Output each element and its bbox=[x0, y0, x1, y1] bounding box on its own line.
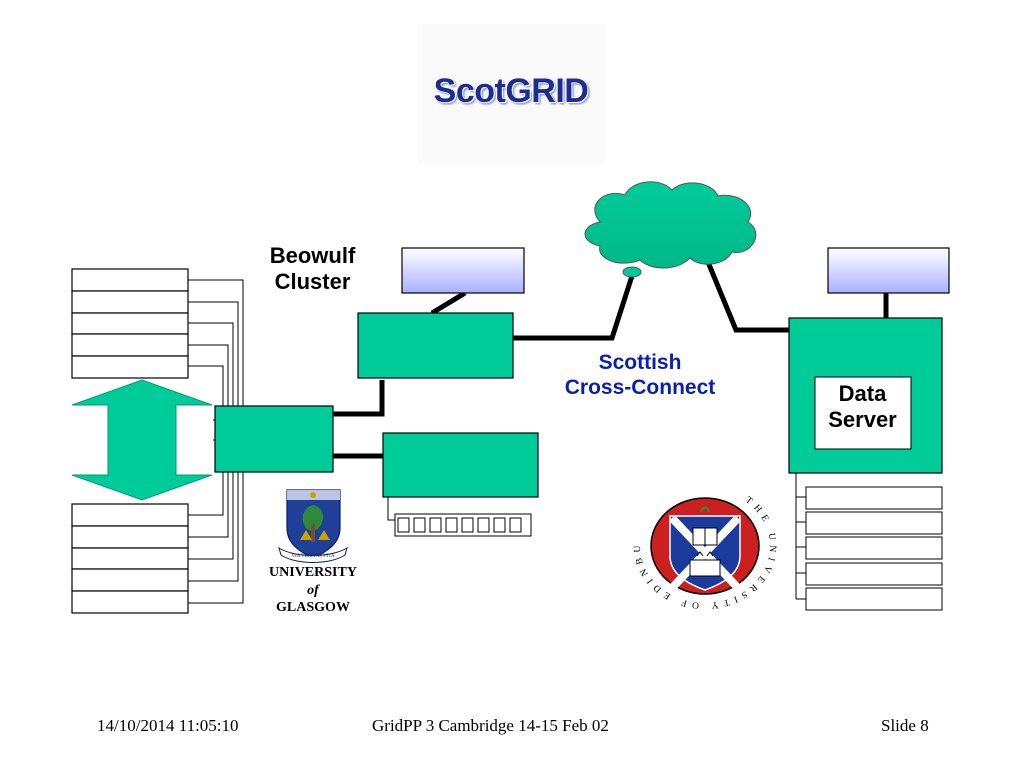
footer-title: GridPP 3 Cambridge 14-15 Feb 02 bbox=[372, 716, 609, 735]
client-workstation-glasgow bbox=[401, 247, 525, 294]
front-end-server bbox=[357, 312, 514, 379]
cluster-node-stack-top bbox=[71, 268, 189, 379]
footer-slide-number: Slide 8 bbox=[881, 716, 929, 735]
network-cloud bbox=[584, 181, 757, 278]
cluster-node-stack-bottom bbox=[71, 503, 189, 614]
cluster-double-arrow bbox=[71, 379, 213, 501]
storage-server-glasgow bbox=[382, 432, 539, 498]
disk-array-glasgow bbox=[387, 497, 532, 537]
cluster-node bbox=[71, 525, 189, 549]
cluster-node bbox=[71, 290, 189, 314]
cluster-node bbox=[71, 312, 189, 335]
scotgrid-logo-text: ScotGRID bbox=[433, 72, 589, 110]
network-links bbox=[333, 261, 889, 459]
data-server-label: Data Server bbox=[815, 381, 910, 434]
glasgow-crest-motto: VIA VERITAS VITA bbox=[291, 554, 335, 559]
glasgow-wordmark-line-3: GLASGOW bbox=[276, 600, 350, 615]
data-server-label-line-1: Data bbox=[838, 381, 887, 406]
university-of-glasgow-wordmark: UNIVERSITY of GLASGOW bbox=[248, 564, 378, 617]
data-server-label-box bbox=[814, 376, 912, 450]
network-label-line-1: Scottish bbox=[598, 351, 682, 374]
cluster-node bbox=[71, 503, 189, 527]
data-server-label-line-2: Server bbox=[828, 407, 897, 433]
glasgow-wordmark-line-1: UNIVERSITY bbox=[269, 565, 357, 580]
footer-date: 14/10/2014 11:05:10 bbox=[97, 716, 239, 735]
disk-array-edinburgh bbox=[795, 473, 943, 611]
cluster-node bbox=[71, 355, 189, 379]
scottish-cross-connect-label: Scottish Cross-Connect bbox=[540, 350, 740, 400]
cluster-node bbox=[71, 333, 189, 357]
cluster-node bbox=[71, 590, 189, 614]
university-of-glasgow-crest: VIA VERITAS VITA bbox=[278, 489, 348, 563]
scotgrid-logo-background bbox=[417, 24, 605, 164]
cluster-node bbox=[71, 568, 189, 592]
beowulf-label-line-1: Beowulf bbox=[269, 243, 356, 268]
cluster-switch bbox=[214, 405, 334, 473]
beowulf-label-line-2: Cluster bbox=[274, 269, 351, 295]
cluster-node bbox=[71, 547, 189, 570]
beowulf-cluster-label: Beowulf Cluster bbox=[255, 243, 370, 296]
glasgow-wordmark-line-2: of bbox=[307, 582, 319, 598]
network-label-line-2: Cross-Connect bbox=[564, 376, 716, 400]
client-workstation-edinburgh bbox=[827, 247, 950, 294]
cluster-node bbox=[71, 268, 189, 292]
